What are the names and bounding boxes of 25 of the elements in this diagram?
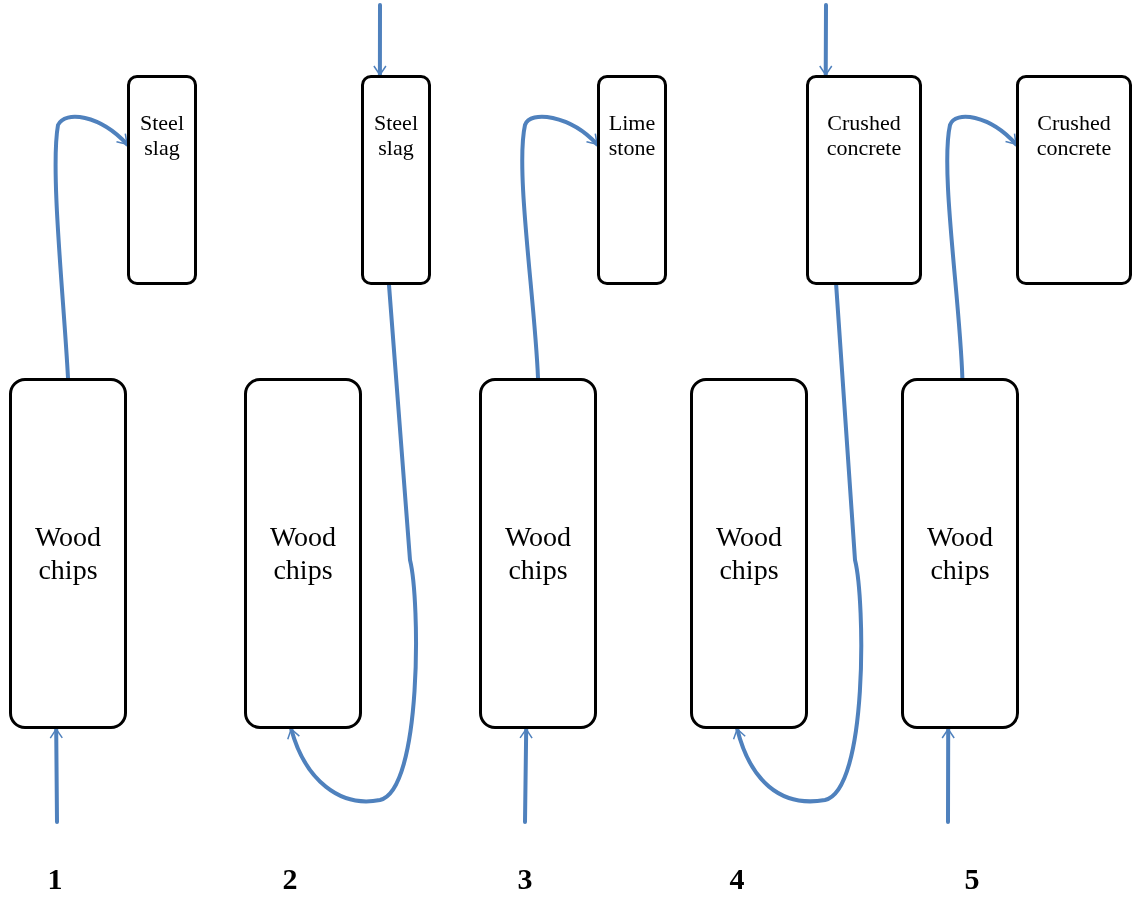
column-box: Wood chips: [479, 378, 597, 729]
column-number: 4: [729, 862, 745, 896]
material-box: Crushed concrete: [806, 75, 922, 285]
material-box: Steel slag: [127, 75, 197, 285]
column-number: 2: [282, 862, 298, 896]
arrow: [733, 283, 864, 804]
column-number: 1: [47, 862, 63, 896]
column-box: Wood chips: [244, 378, 362, 729]
material-box: Lime stone: [597, 75, 667, 285]
arrow: [520, 114, 599, 380]
arrow: [373, 3, 387, 77]
material-box: Steel slag: [361, 75, 431, 285]
column-box: Wood chips: [690, 378, 808, 729]
arrow: [945, 114, 1018, 380]
column-box: Wood chips: [9, 378, 127, 729]
arrow: [287, 283, 418, 804]
material-box: Crushed concrete: [1016, 75, 1132, 285]
arrow: [941, 727, 955, 824]
column-number: 3: [517, 862, 533, 896]
column-number: 5: [964, 862, 980, 896]
arrow: [49, 727, 64, 824]
column-box: Wood chips: [901, 378, 1019, 729]
arrow: [819, 3, 833, 77]
arrow: [53, 114, 129, 380]
arrow: [519, 727, 533, 824]
